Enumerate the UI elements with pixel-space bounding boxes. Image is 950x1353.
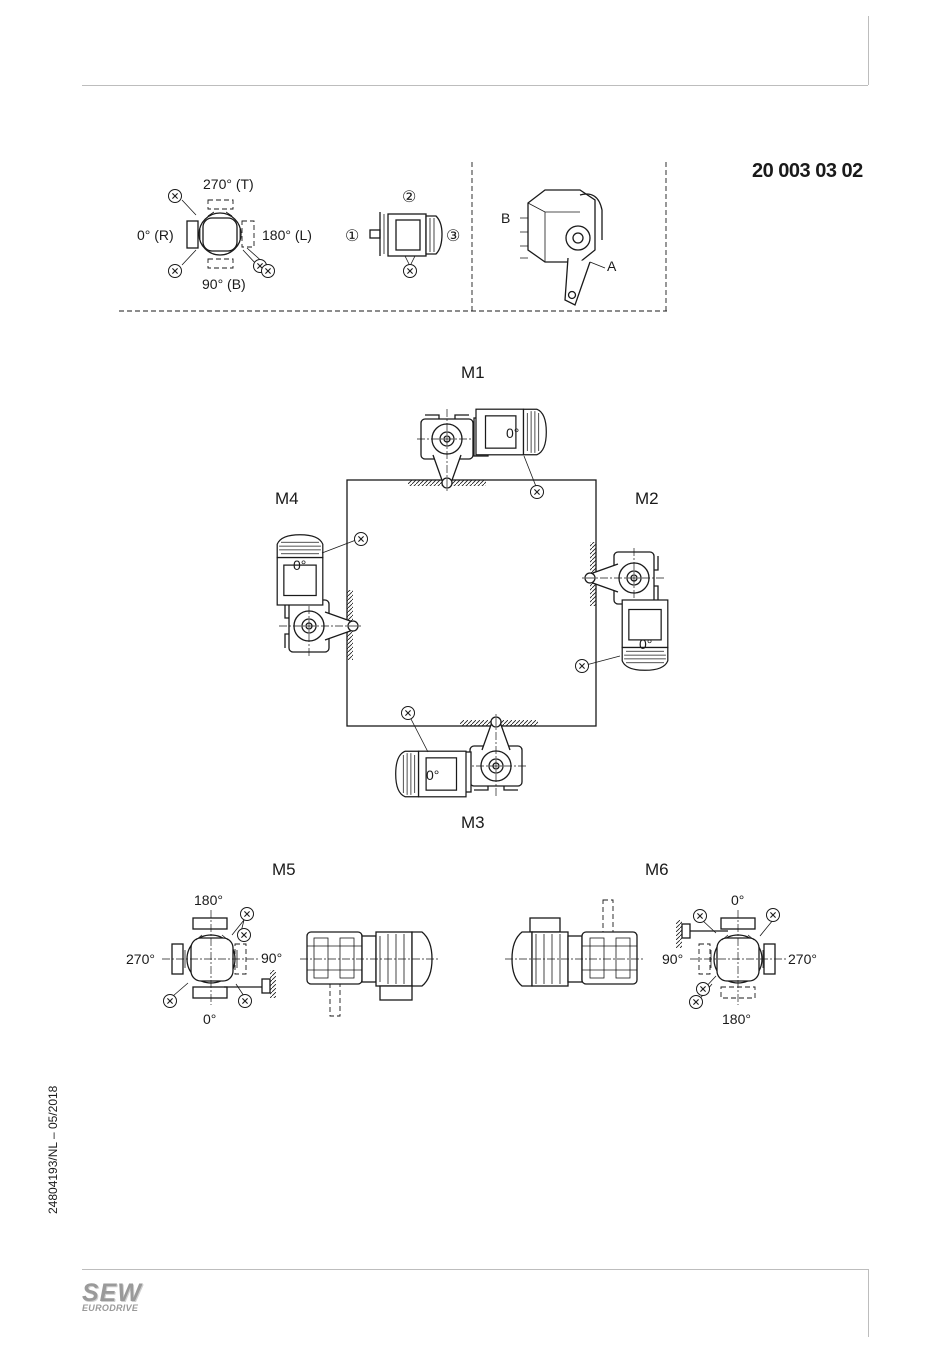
m2-motor-angle: 0° [639, 636, 652, 652]
angle-180-label: 180° (L) [262, 227, 312, 243]
m5-angle-left: 270° [126, 951, 155, 967]
m1-motor-angle: 0° [506, 425, 519, 441]
m2-title: M2 [635, 489, 659, 509]
m5-title: M5 [272, 860, 296, 880]
m6-angle-right: 270° [788, 951, 817, 967]
m5-front-view [162, 910, 276, 1005]
logo-sub: EURODRIVE [82, 1304, 142, 1313]
m3-title: M3 [461, 813, 485, 833]
terminal-box-orientation-symbol [182, 200, 266, 268]
m5-side-view [300, 932, 440, 1016]
angle-270-label: 270° (T) [203, 176, 254, 192]
sew-eurodrive-logo: SEW EURODRIVE [82, 1282, 142, 1313]
side-a-label: A [607, 258, 616, 274]
angle-90-label: 90° (B) [202, 276, 246, 292]
m6-angle-left: 90° [662, 951, 683, 967]
side-view-symbol [370, 212, 442, 266]
m1-title: M1 [461, 363, 485, 383]
m6-front-view [676, 910, 786, 1005]
side-b-label: B [501, 210, 510, 226]
logo-main: SEW [82, 1282, 142, 1304]
m4-motor-angle: 0° [293, 557, 306, 573]
angle-0-label: 0° (R) [137, 227, 174, 243]
position-2-label: ② [402, 187, 416, 207]
m6-angle-bottom: 180° [722, 1011, 751, 1027]
m4-title: M4 [275, 489, 299, 509]
position-3-label: ③ [446, 226, 460, 246]
m5-angle-bottom: 0° [203, 1011, 216, 1027]
m5-angle-right: 90° [261, 950, 282, 966]
m6-angle-top: 0° [731, 892, 744, 908]
m5-angle-top: 180° [194, 892, 223, 908]
document-reference: 24804193/NL – 05/2018 [46, 1086, 60, 1214]
m6-side-view [505, 900, 645, 986]
position-1-label: ① [345, 226, 359, 246]
mounting-surface-square [347, 480, 596, 726]
m3-motor-angle: 0° [426, 767, 439, 783]
isometric-gear-sketch [520, 190, 605, 305]
m6-title: M6 [645, 860, 669, 880]
